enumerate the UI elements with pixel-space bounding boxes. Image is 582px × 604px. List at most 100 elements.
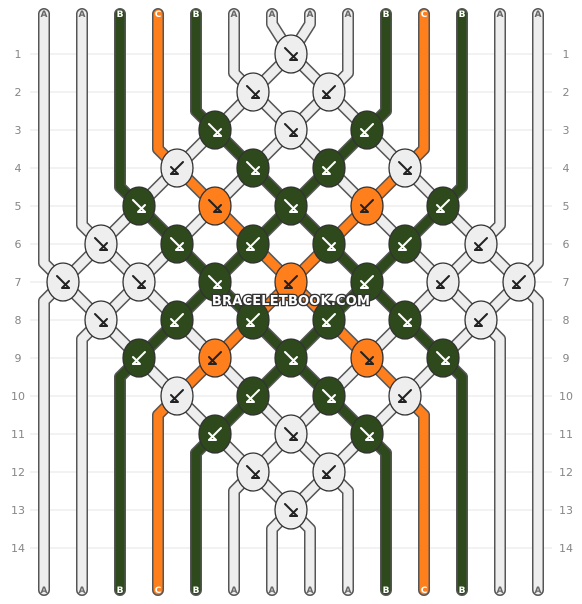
knot [198, 338, 232, 378]
strand-bottom-label: A [307, 586, 314, 596]
arrow-left-icon [436, 275, 450, 289]
row-number-left: 4 [15, 162, 22, 175]
row-number-right: 7 [563, 276, 570, 289]
row-number-right: 11 [559, 428, 573, 441]
knot [350, 110, 384, 150]
arrow-head-icon [474, 242, 483, 251]
arrow-head-icon [284, 280, 293, 289]
knot [312, 300, 346, 340]
row-number-right: 13 [559, 504, 573, 517]
strand-bottom-label: A [497, 586, 504, 596]
arrow-right-icon [398, 313, 412, 327]
row-number-left: 11 [11, 428, 25, 441]
arrow-head-icon [289, 432, 298, 441]
arrow-head-icon [365, 356, 374, 365]
arrow-left-icon [246, 389, 260, 403]
arrow-head-icon [327, 394, 336, 403]
knot [160, 148, 194, 188]
row-number-right: 10 [559, 390, 573, 403]
knot [388, 224, 422, 264]
arrow-head-icon [474, 318, 483, 327]
arrow-right-icon [436, 351, 450, 365]
arrow-right-icon [246, 465, 260, 479]
arrow-left-icon [474, 313, 488, 327]
row-number-left: 12 [11, 466, 25, 479]
arrow-left-icon [322, 85, 336, 99]
arrow-right-icon [284, 199, 298, 213]
arrow-right-icon [132, 199, 146, 213]
strand-bottom-label: A [41, 586, 48, 596]
strand-top-label: A [345, 10, 352, 20]
row-number-right: 6 [563, 238, 570, 251]
row-number-right: 2 [563, 86, 570, 99]
knot [198, 262, 232, 302]
knot [274, 490, 308, 530]
arrow-right-icon [284, 47, 298, 61]
strand-top-label: C [421, 10, 428, 20]
arrow-head-icon [289, 52, 298, 61]
strand-bottom-label: B [459, 586, 466, 596]
arrow-left-icon [322, 161, 336, 175]
knot [426, 262, 460, 302]
arrow-head-icon [213, 280, 222, 289]
arrow-head-icon [360, 204, 369, 213]
knot [464, 224, 498, 264]
knot [84, 300, 118, 340]
knot [350, 186, 384, 226]
arrow-left-icon [246, 313, 260, 327]
arrow-left-icon [512, 275, 526, 289]
strand-bottom-label: A [269, 586, 276, 596]
arrow-head-icon [251, 90, 260, 99]
arrow-left-icon [398, 389, 412, 403]
arrow-left-icon [170, 313, 184, 327]
knot [236, 148, 270, 188]
row-number-right: 14 [559, 542, 573, 555]
arrow-head-icon [327, 242, 336, 251]
arrow-left-icon [360, 275, 374, 289]
arrow-head-icon [137, 280, 146, 289]
arrow-head-icon [132, 356, 141, 365]
arrow-head-icon [246, 318, 255, 327]
knot [312, 452, 346, 492]
arrow-right-icon [246, 85, 260, 99]
arrow-right-icon [170, 237, 184, 251]
knot [198, 186, 232, 226]
row-number-left: 10 [11, 390, 25, 403]
row-number-right: 1 [563, 48, 570, 61]
strand-bottom-label: A [345, 586, 352, 596]
row-number-left: 9 [15, 352, 22, 365]
arrow-head-icon [322, 470, 331, 479]
arrow-right-icon [208, 199, 222, 213]
arrow-left-icon [132, 351, 146, 365]
arrow-head-icon [246, 242, 255, 251]
arrow-right-icon [94, 313, 108, 327]
arrow-head-icon [360, 280, 369, 289]
arrow-head-icon [398, 394, 407, 403]
knot [46, 262, 80, 302]
strand-top-label: B [383, 10, 390, 20]
arrow-right-icon [246, 161, 260, 175]
row-number-left: 3 [15, 124, 22, 137]
arrow-right-icon [284, 427, 298, 441]
strand-top-label: A [41, 10, 48, 20]
arrow-left-icon [398, 237, 412, 251]
arrow-head-icon [170, 318, 179, 327]
knot [274, 34, 308, 74]
row-number-right: 12 [559, 466, 573, 479]
row-number-right: 8 [563, 314, 570, 327]
arrow-left-icon [170, 389, 184, 403]
arrow-head-icon [99, 242, 108, 251]
row-number-right: 4 [563, 162, 570, 175]
arrow-head-icon [61, 280, 70, 289]
strand-top-label: C [155, 10, 162, 20]
knot [122, 262, 156, 302]
arrow-right-icon [56, 275, 70, 289]
arrow-left-icon [474, 237, 488, 251]
knot [236, 376, 270, 416]
strand-bottom-label: A [535, 586, 542, 596]
strand-top-label: A [269, 10, 276, 20]
arrow-head-icon [403, 166, 412, 175]
knot [160, 300, 194, 340]
